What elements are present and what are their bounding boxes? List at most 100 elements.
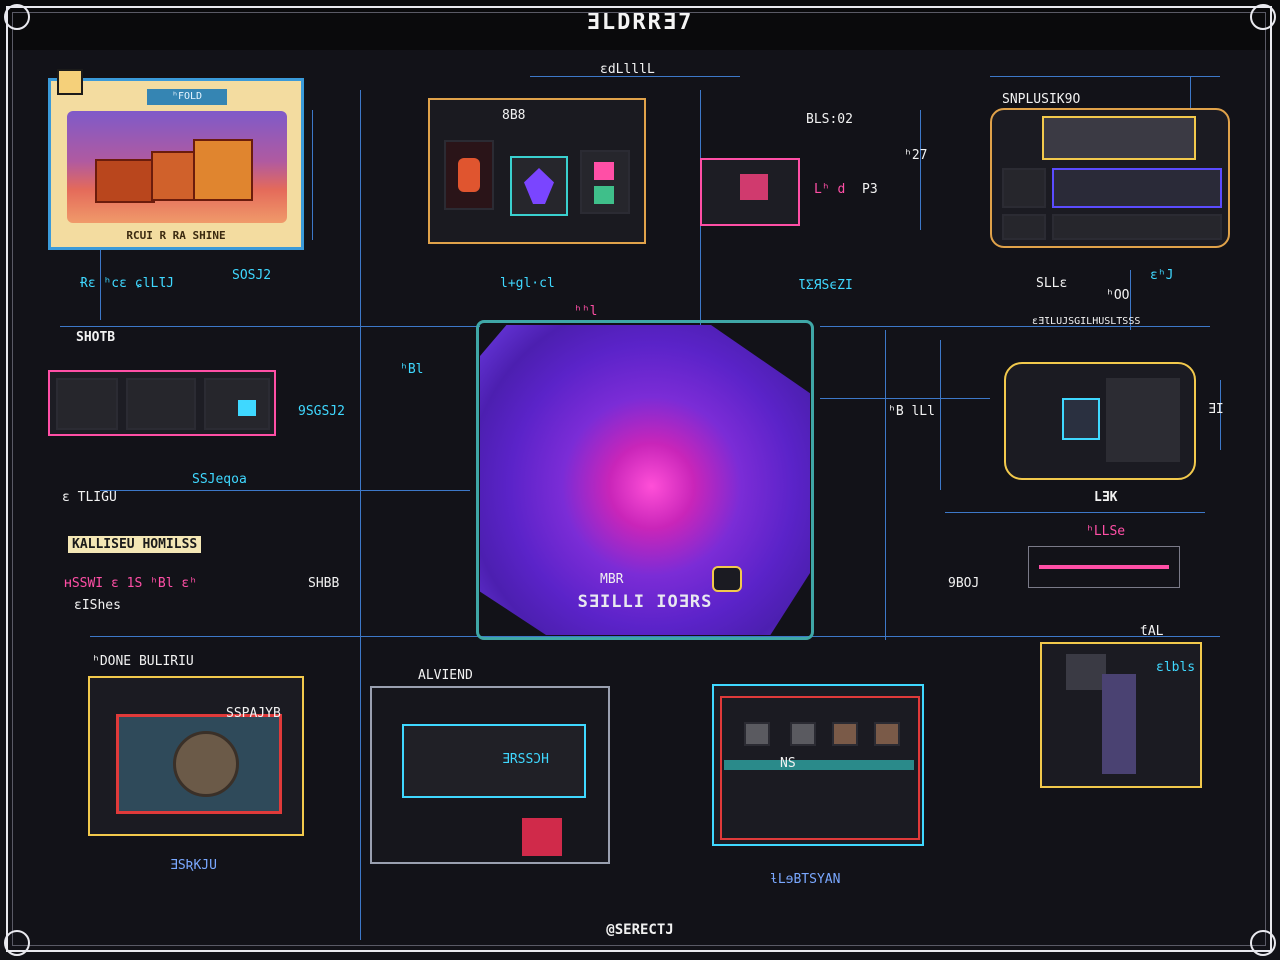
portal-side-label: ʰB lLl	[888, 404, 935, 419]
rock-shape	[151, 151, 197, 201]
item-card[interactable]: ʰFOLD RCUI R RA SHINE	[48, 69, 304, 250]
panel-side-label: ʰOO	[1106, 288, 1130, 303]
reactor-panel[interactable]	[1004, 362, 1196, 480]
vault-panel[interactable]	[88, 676, 304, 836]
inventory-slot[interactable]	[510, 156, 568, 216]
reactor-block	[1106, 378, 1180, 462]
workshop-panel[interactable]	[370, 686, 610, 864]
guide-line	[940, 340, 941, 490]
card-value: SOSJ2	[232, 268, 272, 283]
panel-value: 9BOJ	[948, 576, 980, 591]
strip-sub-label: SSJeqoa	[192, 472, 247, 487]
panel-label: ɛƎƖLUJSGILHUSLTSSS	[1032, 316, 1141, 327]
gem-icon	[238, 400, 256, 416]
title-bar	[0, 0, 1280, 50]
panel-label: 8B8	[502, 108, 526, 123]
connector-panel[interactable]	[1028, 546, 1180, 588]
storage-slot[interactable]	[874, 722, 900, 746]
panel-bottom-label: LƎK	[1094, 490, 1118, 505]
armory-panel[interactable]	[990, 108, 1230, 248]
strip-slot[interactable]	[56, 378, 118, 430]
panel-title: ʰDONE BULIRIU	[92, 654, 194, 669]
guide-line	[1130, 270, 1131, 330]
portal-lock-icon[interactable]	[712, 566, 742, 592]
flame-icon	[458, 158, 480, 192]
list-item-highlighted[interactable]: KALLISEU HOMILSS	[68, 536, 202, 553]
window-title: ƎLDRRƎ7	[586, 10, 694, 35]
panel-code: Lʰ d	[814, 182, 846, 197]
target-icon	[740, 174, 768, 200]
panel-value: ɛʰJ	[1150, 268, 1174, 283]
list-value: SHBB	[308, 576, 340, 591]
guide-line	[1220, 380, 1221, 450]
armory-slot[interactable]	[1052, 168, 1222, 208]
card-caption: RCUI R RA SHINE	[126, 229, 226, 242]
strip-slot[interactable]	[126, 378, 196, 430]
panel-label: ʰLLSe	[1086, 524, 1126, 539]
list-item[interactable]: ɛIShes	[74, 598, 121, 613]
panel-label: l+gl·cl	[500, 276, 555, 291]
guide-line	[312, 110, 313, 240]
portal-vortex[interactable]	[480, 325, 810, 635]
machine-panel[interactable]	[1040, 642, 1202, 788]
workshop-crate	[522, 818, 562, 856]
gem-icon	[594, 186, 614, 204]
corner-ornament-bottom-left	[4, 930, 30, 956]
card-badge-icon	[57, 69, 83, 95]
guide-line	[90, 636, 1220, 637]
panel-title: SNPLUSIK9O	[1002, 92, 1081, 107]
machine-part	[1066, 654, 1106, 690]
storage-slot[interactable]	[832, 722, 858, 746]
machine-column	[1102, 674, 1136, 774]
armory-display	[1042, 116, 1196, 160]
panel-side-label: ƎI	[1208, 402, 1224, 417]
card-tag: ʰFOLD	[147, 89, 227, 105]
armory-slot[interactable]	[1002, 214, 1046, 240]
vault-door	[116, 714, 282, 814]
guide-line	[360, 90, 361, 940]
armory-slot[interactable]	[1052, 214, 1222, 240]
strip-value: 9SGSJ2	[298, 404, 345, 419]
inner-frame	[12, 12, 1266, 946]
panel-label: ɛlbls	[1156, 660, 1196, 675]
workshop-bench	[402, 724, 586, 798]
portal-sub-label: MBR	[600, 572, 624, 587]
inventory-slot[interactable]	[580, 150, 630, 214]
list-item[interactable]: ɛ TLIGU	[62, 490, 117, 505]
portal-caption: SƎILLI ΙOƎRS	[577, 592, 713, 612]
panel-side-label: SLLɛ	[1036, 276, 1068, 291]
item-strip[interactable]	[48, 370, 276, 436]
inventory-slot[interactable]	[444, 140, 494, 210]
guide-line	[885, 330, 886, 640]
guide-line	[530, 76, 740, 77]
guide-line	[820, 398, 990, 399]
panel-caption: ƚLɘBTSYAN	[770, 872, 841, 887]
panel-tag: SSPAJYB	[226, 706, 281, 721]
storage-slot[interactable]	[790, 722, 816, 746]
rock-shape	[193, 139, 253, 201]
list-item[interactable]: ʜSSWI ɛ 1S ʰBl ɛʰ	[64, 576, 198, 591]
storage-panel[interactable]: NS	[712, 684, 924, 846]
rock-shape	[95, 159, 155, 203]
portal-side-label: ʰBl	[400, 362, 424, 377]
corner-ornament-bottom-right	[1250, 930, 1276, 956]
gem-icon	[594, 162, 614, 180]
corner-ornament-top-right	[1250, 4, 1276, 30]
portal-frame	[476, 320, 814, 640]
card-artwork	[67, 111, 287, 223]
inventory-panel[interactable]: 8B8	[428, 98, 646, 244]
panel-badge: P3	[862, 182, 878, 197]
storage-slot[interactable]	[744, 722, 770, 746]
vault-wheel-icon[interactable]	[173, 731, 239, 797]
corner-ornament-top-left	[4, 4, 30, 30]
strip-title: SHOTB	[76, 330, 116, 345]
target-panel[interactable]	[700, 158, 800, 226]
portal-top-label: ʰʰl	[574, 304, 598, 319]
card-label: Ɍɛ ʰcɛ ɕlLƖJ	[80, 276, 174, 291]
header-label: ɛdLlllL	[600, 62, 655, 77]
armory-slot[interactable]	[1002, 168, 1046, 208]
strip-slot[interactable]	[204, 378, 270, 430]
panel-label: BLS:02	[806, 112, 853, 127]
outer-frame	[6, 6, 1272, 952]
panel-bottom-label: ƖΣЯSϵZI	[798, 278, 853, 293]
